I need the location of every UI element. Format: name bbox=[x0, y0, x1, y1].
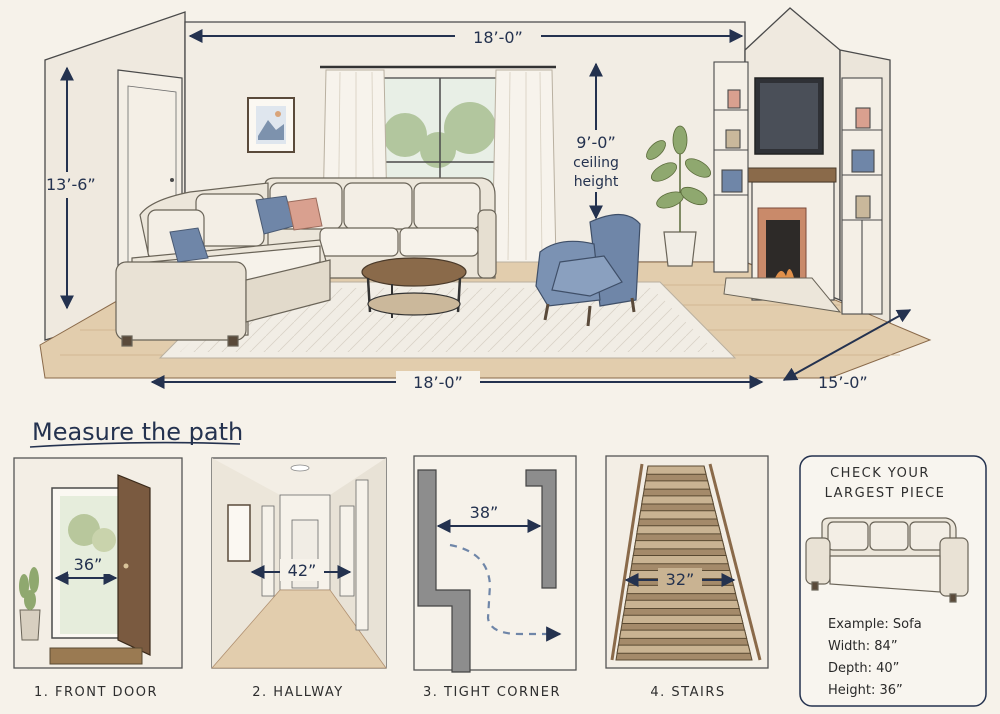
panel-tight-corner bbox=[413, 455, 577, 673]
hallway-floor bbox=[211, 589, 387, 669]
card-width: Width: 84” bbox=[828, 639, 898, 654]
stair-tread bbox=[618, 629, 748, 639]
stair-tread bbox=[638, 510, 718, 520]
handrail-left bbox=[610, 463, 644, 661]
curtain-right bbox=[491, 69, 557, 263]
panel-front-door bbox=[13, 457, 183, 669]
card-depth: Depth: 40” bbox=[828, 661, 899, 676]
stair-tread bbox=[631, 555, 729, 565]
stair-tread bbox=[636, 525, 722, 535]
stair-tread bbox=[633, 540, 726, 550]
dim-wall-height: 13’-6” bbox=[46, 175, 96, 194]
stair-tread bbox=[616, 644, 751, 654]
caption-hallway: 2. HALLWAY bbox=[252, 685, 343, 700]
front-door-width: 36” bbox=[74, 555, 103, 574]
card-height: Height: 36” bbox=[828, 683, 903, 698]
corner-wall-right bbox=[525, 469, 557, 589]
pink-pillow bbox=[287, 197, 323, 231]
dim-ceiling-label-1: ceiling bbox=[573, 155, 619, 171]
sofa-sketch bbox=[805, 517, 969, 603]
door-mat bbox=[49, 647, 143, 665]
caption-tight-corner: 3. TIGHT CORNER bbox=[423, 685, 561, 700]
right-bookshelf bbox=[841, 77, 883, 315]
coffee-table bbox=[361, 257, 467, 318]
open-door bbox=[117, 474, 151, 656]
card-heading-1: CHECK YOUR bbox=[830, 466, 930, 481]
dim-floor-width: 18’-0” bbox=[413, 373, 463, 392]
left-bookshelf bbox=[713, 61, 749, 273]
blue-armchair bbox=[535, 213, 641, 327]
panel-hallway bbox=[211, 457, 387, 669]
handrail-right bbox=[708, 463, 762, 661]
corner-width: 38” bbox=[470, 503, 499, 522]
title-underline bbox=[29, 441, 241, 448]
caption-stairs: 4. STAIRS bbox=[650, 685, 725, 700]
card-heading-2: LARGEST PIECE bbox=[825, 486, 946, 501]
hallway-width: 42” bbox=[288, 561, 317, 580]
dim-ceiling-value: 9’-0” bbox=[576, 133, 616, 152]
blue-pillow-left bbox=[169, 227, 209, 263]
check-largest-piece-card bbox=[799, 455, 987, 707]
dim-ceiling-label-2: height bbox=[574, 174, 619, 190]
stair-tread bbox=[643, 480, 711, 490]
move-path bbox=[449, 543, 562, 642]
stair-tread bbox=[641, 495, 715, 505]
card-example: Example: Sofa bbox=[828, 617, 922, 632]
dim-bg-ceiling bbox=[565, 130, 629, 192]
room-scene bbox=[39, 7, 932, 379]
sectional-sofa bbox=[115, 177, 497, 347]
section-title: Measure the path bbox=[32, 418, 243, 446]
fireplace bbox=[723, 167, 842, 313]
corner-wall-left bbox=[417, 469, 471, 673]
dim-bg-height bbox=[50, 172, 96, 198]
stair-tread bbox=[646, 465, 707, 475]
dim-top-width: 18’-0” bbox=[473, 28, 523, 47]
potted-plant bbox=[646, 125, 712, 267]
dim-depth: 15’-0” bbox=[818, 373, 868, 392]
stair-tread bbox=[623, 599, 740, 610]
dim-bg-top bbox=[455, 26, 541, 48]
caption-front-door: 1. FRONT DOOR bbox=[34, 685, 158, 700]
stairs-width: 32” bbox=[666, 570, 695, 589]
stair-tread bbox=[621, 614, 744, 624]
dim-bg-floor bbox=[396, 371, 480, 393]
panel-stairs bbox=[605, 455, 769, 669]
